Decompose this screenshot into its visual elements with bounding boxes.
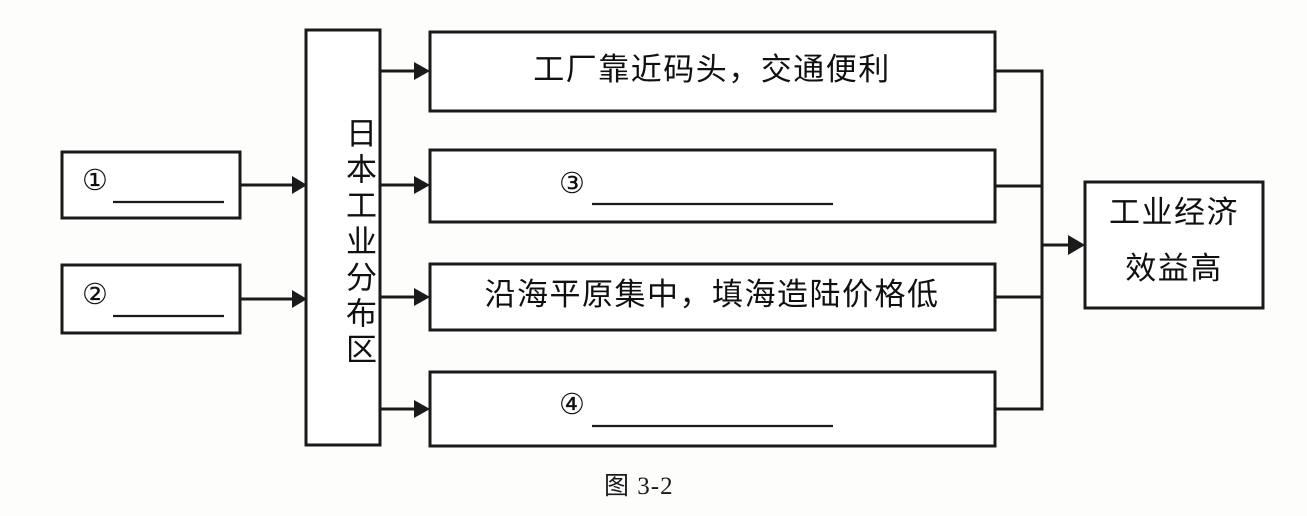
effect-node-1[interactable]: 工厂靠近码头，交通便利 bbox=[428, 30, 997, 113]
input-1-marker: ① bbox=[82, 163, 108, 197]
input-node-2[interactable]: ② bbox=[60, 263, 242, 335]
effect-node-4[interactable]: ④ bbox=[428, 370, 997, 448]
input-node-1[interactable]: ① bbox=[60, 150, 242, 220]
outcome-line-2: 效益高 bbox=[1125, 251, 1223, 286]
arrow-right-icon-hub-to-effect3 bbox=[379, 288, 430, 306]
arrow-right-icon-hub-to-effect4 bbox=[379, 400, 430, 418]
arrow-right-icon-input1-to-hub bbox=[238, 176, 307, 194]
collector-bus bbox=[993, 69, 1044, 411]
figure-caption: 图 3-2 bbox=[604, 473, 674, 500]
outcome-line-1: 工业经济 bbox=[1109, 195, 1239, 230]
arrow-right-icon-hub-to-effect1 bbox=[379, 62, 430, 80]
effect-node-2[interactable]: ③ bbox=[428, 148, 997, 224]
hub-node-label: 日本工业分布区 bbox=[341, 117, 376, 369]
effect-node-3[interactable]: 沿海平原集中，填海造陆价格低 bbox=[428, 262, 997, 332]
effect-1-text: 工厂靠近码头，交通便利 bbox=[533, 52, 891, 87]
input-2-marker: ② bbox=[82, 277, 108, 311]
effect-2-marker: ③ bbox=[559, 166, 585, 200]
hub-node[interactable] bbox=[304, 28, 382, 447]
arrow-right-icon-bus-to-outcome bbox=[1040, 235, 1085, 255]
effect-3-text: 沿海平原集中，填海造陆价格低 bbox=[485, 277, 940, 312]
arrow-right-icon-input2-to-hub bbox=[238, 290, 307, 308]
arrow-right-icon-hub-to-effect2 bbox=[379, 176, 430, 194]
effect-4-marker: ④ bbox=[559, 387, 585, 421]
outcome-node[interactable]: 工业经济 效益高 bbox=[1083, 180, 1265, 310]
